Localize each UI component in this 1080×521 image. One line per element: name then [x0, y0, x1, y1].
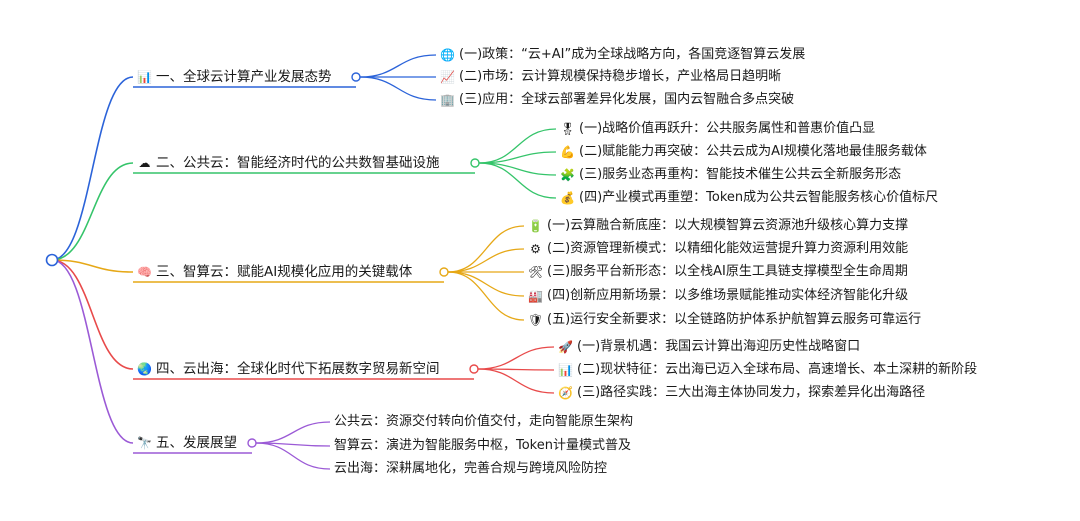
cloud-icon: ☁: [138, 155, 151, 170]
child-node-3-3-label: (三)服务平台新形态：以全栈AI原生工具链支撑模型全生命周期: [547, 264, 908, 279]
child-node-1-2-label: (二)市场：云计算规模保持稳步增长，产业格局日趋明晰: [459, 69, 782, 84]
branch-node-5[interactable]: 🔭 五、发展展望: [137, 434, 237, 452]
building-icon: 🏢: [440, 92, 455, 107]
branch-collapse-toggle-5[interactable]: [247, 438, 257, 448]
child-connector-3-2: [447, 248, 525, 273]
telescope-icon: 🔭: [137, 435, 152, 450]
child-node-4-2[interactable]: 📊 (二)现状特征：云出海已迈入全球布局、高速增长、本土深耕的新阶段: [558, 361, 977, 379]
child-node-3-4-label: (四)创新应用新场景：以多维场景赋能推动实体经济智能化升级: [547, 288, 909, 303]
child-node-5-2[interactable]: 智算云：演进为智能服务中枢，Token计量模式普及: [334, 437, 631, 455]
branch-collapse-toggle-3[interactable]: [439, 267, 449, 277]
branch-node-4[interactable]: 🌏 四、云出海：全球化时代下拓展数字贸易新空间: [137, 360, 440, 378]
child-node-2-2-label: (二)赋能能力再突破：公共云成为AI规模化落地最佳服务载体: [579, 144, 927, 159]
child-node-5-1-label: 公共云：资源交付转向价值交付，走向智能原生架构: [334, 414, 634, 429]
factory-icon: 🏭: [528, 288, 543, 303]
muscle-icon: 💪: [560, 144, 575, 159]
branch-node-1-label: 一、全球云计算产业发展态势: [156, 69, 332, 85]
branch-connector-3: [51, 259, 134, 273]
child-node-1-1-label: (一)政策：“云+AI”成为全球战略方向，各国竞逐智算云发展: [459, 47, 806, 62]
child-connector-4-1: [477, 346, 555, 370]
branch-node-1[interactable]: 📊 一、全球云计算产业发展态势: [137, 68, 332, 86]
shield-icon: 🛡: [528, 312, 544, 327]
branch-node-2[interactable]: ☁ 二、公共云：智能经济时代的公共数智基础设施: [137, 154, 440, 172]
child-node-4-2-label: (二)现状特征：云出海已迈入全球布局、高速增长、本土深耕的新阶段: [577, 362, 978, 377]
child-node-2-1-label: (一)战略价值再跃升：公共服务属性和普惠价值凸显: [579, 121, 876, 136]
child-node-3-2[interactable]: ⚙ (二)资源管理新模式：以精细化能效运营提升算力资源利用效能: [528, 240, 908, 258]
child-node-3-3[interactable]: 🛠(三)服务平台新形态：以全栈AI原生工具链支撑模型全生命周期: [528, 263, 908, 281]
child-node-4-3-label: (三)路径实践：三大出海主体协同发力，探索差异化出海路径: [577, 385, 926, 400]
child-node-1-3-label: (三)应用：全球云部署差异化发展，国内云智融合多点突破: [459, 92, 795, 107]
branch-collapse-toggle-2[interactable]: [470, 158, 480, 168]
child-node-2-3-label: (三)服务业态再重构：智能技术催生公共云全新服务形态: [579, 167, 902, 182]
child-connector-3-1: [447, 225, 525, 273]
money-bag-icon: 💰: [560, 190, 575, 205]
child-connector-5-1: [255, 421, 331, 444]
child-node-3-1-label: (一)云算融合新底座：以大规模智算云资源池升级核心算力支撑: [547, 218, 909, 233]
branch-connector-2: [51, 162, 134, 261]
child-connector-2-3: [478, 162, 557, 176]
child-node-2-2[interactable]: 💪 (二)赋能能力再突破：公共云成为AI规模化落地最佳服务载体: [560, 143, 927, 161]
child-node-5-1[interactable]: 公共云：资源交付转向价值交付，走向智能原生架构: [334, 413, 633, 431]
globe-icon: 🌐: [440, 47, 455, 62]
branch-node-2-label: 二、公共云：智能经济时代的公共数智基础设施: [156, 155, 440, 171]
child-connector-2-4: [478, 162, 557, 199]
puzzle-icon: 🧩: [560, 167, 575, 182]
child-node-3-2-label: (二)资源管理新模式：以精细化能效运营提升算力资源利用效能: [547, 241, 909, 256]
child-node-2-4[interactable]: 💰 (四)产业模式再重塑：Token成为公共云智能服务核心价值标尺: [560, 189, 938, 207]
child-connector-1-1: [359, 54, 437, 78]
child-node-3-4[interactable]: 🏭 (四)创新应用新场景：以多维场景赋能推动实体经济智能化升级: [528, 287, 908, 305]
branch-connector-4: [51, 259, 134, 370]
branch-connector-5: [51, 259, 134, 444]
child-node-4-1-label: (一)背景机遇：我国云计算出海迎历史性战略窗口: [577, 339, 861, 354]
tools-icon: 🛠: [528, 264, 544, 279]
branch-collapse-toggle-1[interactable]: [351, 72, 361, 82]
child-connector-2-2: [478, 151, 557, 164]
trend-up-icon: 📈: [440, 69, 455, 84]
branch-connector-1: [51, 76, 134, 261]
child-connector-4-3: [477, 368, 555, 394]
child-node-3-5-label: (五)运行安全新要求：以全链路防护体系护航智算云服务可靠运行: [547, 312, 922, 327]
child-node-3-1[interactable]: 🔋 (一)云算融合新底座：以大规模智算云资源池升级核心算力支撑: [528, 217, 908, 235]
child-connector-3-4: [447, 271, 525, 297]
branch-node-3[interactable]: 🧠 三、智算云：赋能AI规模化应用的关键载体: [137, 263, 412, 281]
child-node-1-3[interactable]: 🏢 (三)应用：全球云部署差异化发展，国内云智融合多点突破: [440, 91, 794, 109]
child-connector-2-1: [478, 128, 557, 164]
bar-chart-icon: 📊: [558, 362, 573, 377]
child-node-2-4-label: (四)产业模式再重塑：Token成为公共云智能服务核心价值标尺: [579, 190, 939, 205]
child-node-2-3[interactable]: 🧩 (三)服务业态再重构：智能技术催生公共云全新服务形态: [560, 166, 901, 184]
child-connector-1-3: [359, 76, 437, 101]
child-node-4-1[interactable]: 🚀 (一)背景机遇：我国云计算出海迎历史性战略窗口: [558, 338, 860, 356]
compass-icon: 🧭: [558, 385, 573, 400]
child-node-1-1[interactable]: 🌐 (一)政策：“云+AI”成为全球战略方向，各国竞逐智算云发展: [440, 46, 805, 64]
child-node-1-2[interactable]: 📈 (二)市场：云计算规模保持稳步增长，产业格局日趋明晰: [440, 68, 781, 86]
child-connector-5-3: [255, 442, 331, 470]
child-node-2-1[interactable]: 🎖(一)战略价值再跃升：公共服务属性和普惠价值凸显: [560, 120, 875, 138]
child-node-5-3[interactable]: 云出海：深耕属地化，完善合规与跨境风险防控: [334, 460, 607, 478]
brain-icon: 🧠: [137, 264, 152, 279]
branch-node-3-label: 三、智算云：赋能AI规模化应用的关键载体: [156, 264, 413, 280]
rocket-icon: 🚀: [558, 339, 573, 354]
gear-icon: ⚙: [530, 241, 541, 256]
child-node-5-2-label: 智算云：演进为智能服务中枢，Token计量模式普及: [334, 438, 631, 453]
battery-icon: 🔋: [528, 218, 543, 233]
earth-icon: 🌏: [137, 361, 152, 376]
bar-chart-icon: 📊: [137, 69, 152, 84]
branch-node-5-label: 五、发展展望: [156, 435, 237, 451]
child-node-4-3[interactable]: 🧭 (三)路径实践：三大出海主体协同发力，探索差异化出海路径: [558, 384, 925, 402]
medal-icon: 🎖: [560, 121, 576, 136]
branch-node-4-label: 四、云出海：全球化时代下拓展数字贸易新空间: [156, 361, 440, 377]
child-node-5-3-label: 云出海：深耕属地化，完善合规与跨境风险防控: [334, 461, 608, 476]
child-node-3-5[interactable]: 🛡(五)运行安全新要求：以全链路防护体系护航智算云服务可靠运行: [528, 311, 921, 329]
root-node[interactable]: [45, 253, 59, 267]
child-connector-3-5: [447, 271, 525, 321]
branch-collapse-toggle-4[interactable]: [469, 364, 479, 374]
